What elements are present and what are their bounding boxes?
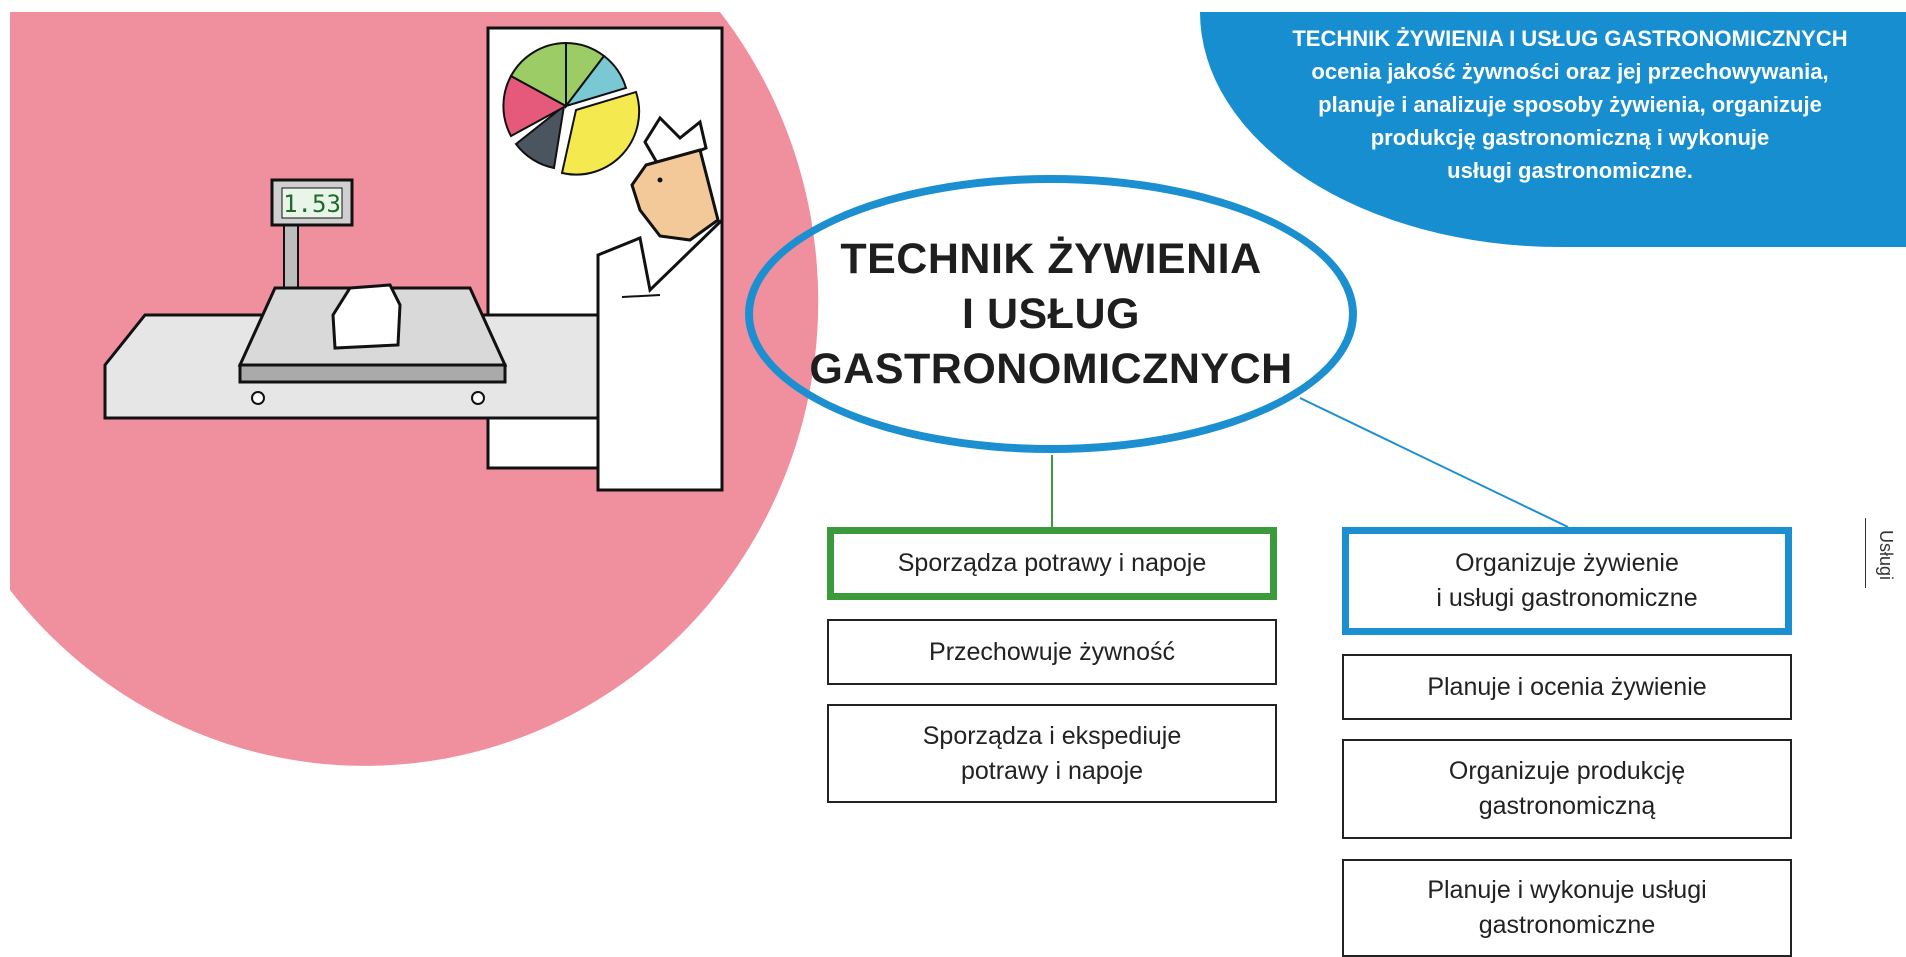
left-header-box: Sporządza potrawy i napoje bbox=[827, 527, 1277, 600]
right-item-box: Planuje i ocenia żywienie bbox=[1342, 654, 1792, 720]
side-divider bbox=[1865, 518, 1866, 588]
info-line: usługi gastronomiczne. bbox=[1447, 158, 1693, 183]
info-line: produkcję gastronomiczną i wykonuje bbox=[1370, 125, 1770, 150]
left-item-box: Sporządza i ekspediuje potrawy i napoje bbox=[827, 704, 1277, 803]
info-description: TECHNIK ŻYWIENIA I USŁUG GASTRONOMICZNYC… bbox=[1270, 22, 1870, 187]
left-item-box: Przechowuje żywność bbox=[827, 619, 1277, 685]
side-label: Usługi bbox=[1876, 530, 1896, 581]
weighing-scale-icon: 1.53 bbox=[237, 178, 508, 405]
food-block bbox=[331, 283, 402, 350]
title-line: I USŁUG bbox=[962, 289, 1140, 338]
pie-chart-icon bbox=[502, 41, 641, 176]
connector-right bbox=[1299, 397, 1569, 528]
page-title: TECHNIK ŻYWIENIA I USŁUG GASTRONOMICZNYC… bbox=[809, 232, 1292, 397]
title-line: TECHNIK ŻYWIENIA bbox=[840, 234, 1262, 283]
info-line: planuje i analizuje sposoby żywienia, or… bbox=[1318, 92, 1822, 117]
right-item-box: Planuje i wykonuje usługi gastronomiczne bbox=[1342, 859, 1792, 957]
scale-display: 1.53 bbox=[283, 190, 341, 218]
right-header-box: Organizuje żywienie i usługi gastronomic… bbox=[1342, 527, 1792, 635]
title-ellipse: TECHNIK ŻYWIENIA I USŁUG GASTRONOMICZNYC… bbox=[745, 175, 1357, 453]
title-line: GASTRONOMICZNYCH bbox=[809, 344, 1293, 393]
info-line: TECHNIK ŻYWIENIA I USŁUG GASTRONOMICZNYC… bbox=[1292, 26, 1848, 51]
right-item-box: Organizuje produkcję gastronomiczną bbox=[1342, 739, 1792, 839]
chef-figure bbox=[596, 115, 724, 492]
info-line: ocenia jakość żywności oraz jej przechow… bbox=[1311, 59, 1829, 84]
